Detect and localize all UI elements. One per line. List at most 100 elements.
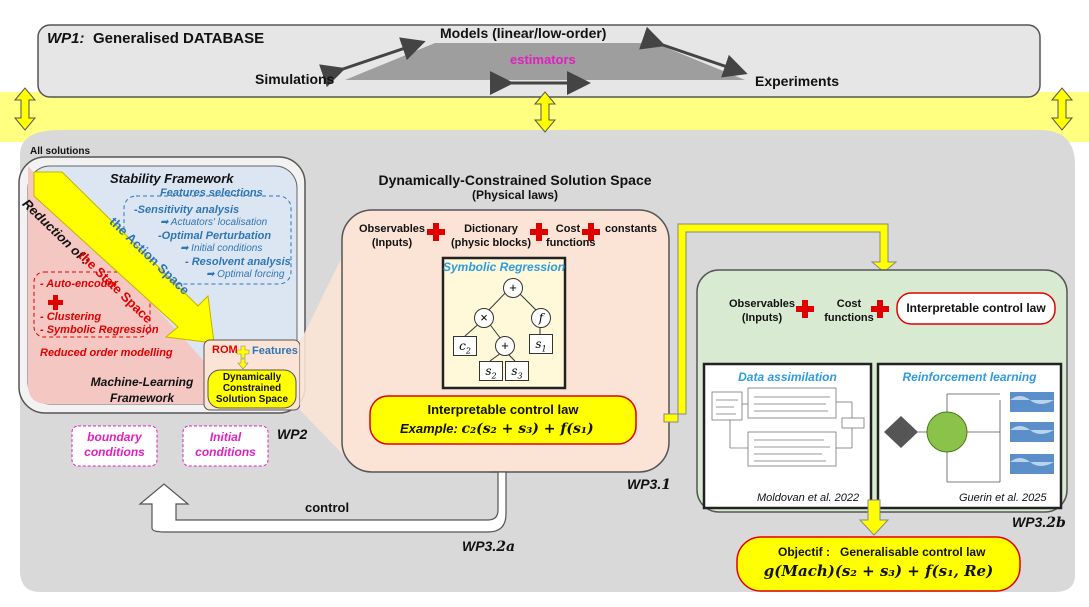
example-formula: c₂(s₂ + s₃) + f(s₁) bbox=[461, 421, 594, 437]
wp1-title: Generalised DATABASE bbox=[93, 30, 265, 47]
sensitivity-item: -Sensitivity analysis bbox=[134, 204, 240, 216]
data-assimilation-panel bbox=[702, 362, 873, 510]
symbolic-regression-title: Symbolic Regression bbox=[443, 260, 566, 274]
sensitivity-sub: ➡ Actuators' localisation bbox=[160, 217, 268, 228]
c2-var: c bbox=[459, 339, 466, 353]
tree-node-times: × bbox=[474, 308, 494, 328]
wp32b-cost: Cost functions bbox=[824, 297, 874, 325]
wp31-law-title: Interpretable control law bbox=[427, 402, 579, 417]
features-dashed-box bbox=[123, 195, 292, 285]
tree-node-plus-mid: + bbox=[495, 336, 515, 356]
features-selections-label: Features selections bbox=[160, 187, 263, 199]
wp31-observables-line2: (Inputs) bbox=[371, 237, 413, 249]
initial-box bbox=[182, 425, 269, 467]
tree-node-f: f bbox=[531, 308, 551, 328]
s3-var: s bbox=[511, 364, 518, 378]
yellow-connector-arrow bbox=[663, 223, 898, 423]
wp31-label-prefix: WP3. bbox=[627, 476, 662, 492]
boundary-box bbox=[71, 425, 158, 467]
wp31-cost-line1: Cost bbox=[555, 223, 581, 235]
resolvent-sub-text: Optimal forcing bbox=[217, 269, 285, 280]
wp32b-observables-line1: Observables bbox=[728, 298, 796, 310]
wp32a-prefix: WP3. bbox=[462, 538, 497, 554]
objectif-box bbox=[736, 536, 1021, 592]
data-assimilation-schematic bbox=[711, 387, 865, 467]
wp32b-cost-line2: functions bbox=[824, 312, 874, 324]
wp31-constants: constants bbox=[605, 223, 657, 235]
s1-sub: 1 bbox=[541, 344, 547, 354]
s1-var: s bbox=[535, 337, 542, 351]
optimal-perturbation-item: -Optimal Perturbation bbox=[158, 230, 272, 242]
wp31-dictionary-line2: (physic blocks) bbox=[450, 237, 532, 249]
rom-down-arrow bbox=[237, 358, 249, 370]
wp31-title-line2: (Physical laws) bbox=[471, 188, 559, 202]
sensitivity-sub-text: Actuators' localisation bbox=[170, 217, 268, 228]
objectif-label: Objectif : Generalisable control law bbox=[778, 545, 985, 559]
example-label: Example: bbox=[400, 421, 458, 436]
symbolic-regression-item: - Symbolic Regression bbox=[40, 324, 159, 336]
initial-line2: conditions bbox=[195, 445, 256, 459]
ml-framework-line2: Framework bbox=[109, 391, 175, 405]
resolvent-item: - Resolvent analysis bbox=[185, 256, 291, 268]
plus-icons bbox=[48, 223, 889, 318]
wp32b-observables: Observables (Inputs) bbox=[722, 297, 802, 325]
objectif-formula: g(Mach)(s₂ + s₃) + f(s₁, Re) bbox=[763, 562, 994, 580]
stability-framework-title: Stability Framework bbox=[110, 171, 234, 186]
all-solutions-label: All solutions bbox=[30, 146, 90, 157]
s3-sub: 3 bbox=[517, 371, 523, 381]
wp32b-observables-line2: (Inputs) bbox=[741, 312, 783, 324]
reduced-order-label: Reduced order modelling bbox=[40, 347, 173, 359]
wp32b-law-pill bbox=[896, 292, 1056, 325]
dcss-line2: Constrained bbox=[222, 383, 282, 394]
boundary-line2: conditions bbox=[84, 445, 145, 459]
rom-label: ROM bbox=[212, 344, 238, 356]
moldovan-citation: Moldovan et al. 2022 bbox=[757, 492, 860, 504]
wp32b-law-label: Interpretable control law bbox=[906, 301, 1046, 315]
optimal-perturbation-sub-text: Initial conditions bbox=[191, 243, 263, 254]
dcss-line3: Solution Space bbox=[215, 394, 289, 405]
simulations-label: Simulations bbox=[255, 71, 335, 87]
estimators-label: estimators bbox=[510, 52, 576, 67]
wp32b-label: WP3.2b bbox=[1012, 514, 1066, 531]
resolvent-sub: ➡ Optimal forcing bbox=[206, 269, 285, 280]
dcss-small-text: Dynamically Constrained Solution Space bbox=[208, 372, 296, 405]
wp31-label: WP3.1 bbox=[627, 476, 671, 493]
boundary-line1: boundary bbox=[87, 430, 142, 444]
wp31-dictionary: Dictionary (physic blocks) bbox=[446, 222, 536, 250]
objectif-prefix: Objectif : bbox=[778, 545, 831, 559]
wp31-observables: Observables (Inputs) bbox=[352, 222, 432, 250]
tree-node-plus-top: + bbox=[503, 278, 523, 298]
wp32b-cost-line1: Cost bbox=[836, 298, 862, 310]
wp31-title-line1: Dynamically-Constrained Solution Space bbox=[378, 172, 652, 188]
wp31-cost-line2: functions bbox=[546, 237, 596, 249]
wp32a-label: WP3.2a bbox=[462, 538, 515, 555]
objectif-title: Generalisable control law bbox=[840, 545, 986, 559]
models-label: Models (linear/low-order) bbox=[440, 25, 607, 41]
wp31-dictionary-line1: Dictionary bbox=[464, 223, 518, 235]
boundary-conditions: boundary conditions bbox=[72, 430, 157, 460]
tree-node-s2: s2 bbox=[479, 361, 503, 381]
wp2-label: WP2 bbox=[277, 426, 308, 442]
wp31-law-box bbox=[369, 395, 637, 445]
wp31-example: Example: c₂(s₂ + s₃) + f(s₁) bbox=[400, 421, 594, 437]
initial-line1: Initial bbox=[209, 430, 242, 444]
wp32b-prefix: WP3. bbox=[1012, 514, 1047, 530]
wp31-observables-line1: Observables bbox=[358, 223, 426, 235]
vertical-double-arrows bbox=[13, 87, 1074, 133]
wp1-label: WP1: bbox=[47, 30, 85, 47]
guerin-citation: Guerin et al. 2025 bbox=[959, 492, 1047, 504]
dcss-line1: Dynamically bbox=[222, 372, 282, 383]
auto-encoder-item: - Auto-encoder bbox=[40, 278, 118, 290]
control-arrow bbox=[138, 471, 507, 533]
objectif-arrow bbox=[858, 499, 890, 536]
optimal-perturbation-sub: ➡ Initial conditions bbox=[180, 243, 263, 254]
s2-var: s bbox=[485, 364, 492, 378]
ml-framework-line1: Machine-Learning bbox=[90, 375, 194, 389]
wp32b-num: 2b bbox=[1046, 515, 1066, 531]
wp1-arrows bbox=[319, 26, 748, 95]
tree-node-s3: s3 bbox=[505, 361, 529, 381]
control-label: control bbox=[305, 500, 350, 515]
tree-node-s1: s1 bbox=[529, 334, 553, 354]
wp32a-num: 2a bbox=[496, 539, 516, 555]
experiments-label: Experiments bbox=[755, 73, 840, 89]
